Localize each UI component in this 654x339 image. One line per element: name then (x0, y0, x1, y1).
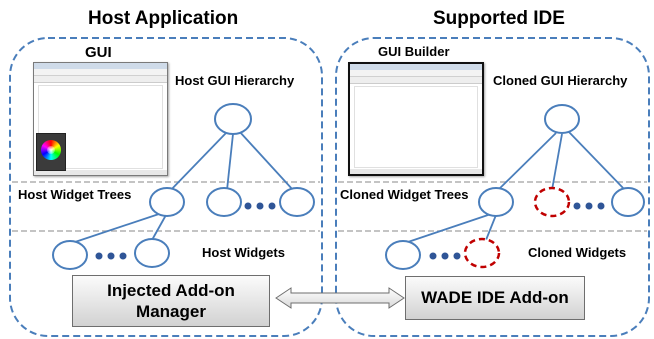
ellipsis-icon (573, 202, 605, 210)
double-arrow-icon (275, 287, 405, 309)
cloned-widget-tree-node-new (533, 186, 571, 218)
status-bar (350, 169, 482, 174)
supported-ide-panel (335, 37, 650, 337)
status-bar (34, 170, 167, 175)
host-tree-edges (74, 130, 294, 243)
gui-builder-label: GUI Builder (378, 44, 450, 59)
menu-bar (34, 69, 167, 76)
wade-ide-add-on-label: WADE IDE Add-on (421, 288, 569, 308)
cloned-gui-hierarchy-label: Cloned GUI Hierarchy (493, 73, 628, 88)
ellipsis-icon (429, 252, 461, 260)
host-gui-hierarchy-label: Host GUI Hierarchy (175, 73, 295, 88)
cloned-widget-tree-node (478, 187, 514, 217)
cloned-widgets-label: Cloned Widgets (528, 245, 627, 260)
drawing-canvas (354, 86, 478, 168)
host-widget-tree-node (279, 187, 315, 217)
host-widget-tree-node (206, 187, 242, 217)
wade-ide-add-on-box: WADE IDE Add-on (405, 276, 585, 320)
host-widgets-label: Host Widgets (202, 245, 285, 260)
cloned-root-node (544, 104, 580, 134)
color-palette (36, 133, 66, 171)
manager-label-line1: Injected Add-on (107, 280, 235, 300)
title-bar (34, 63, 167, 69)
menu-bar (350, 70, 482, 77)
cloned-widget-trees-label: Cloned Widget Trees (340, 187, 469, 202)
host-application-title: Host Application (88, 8, 239, 29)
host-widget-tree-node (149, 187, 185, 217)
title-bar (350, 64, 482, 70)
host-application-panel (9, 37, 323, 337)
host-root-node (214, 103, 252, 135)
injected-add-on-manager-box: Injected Add-on Manager (72, 275, 270, 327)
host-widget-node (134, 238, 170, 268)
cloned-widget-tree-node (611, 187, 645, 217)
supported-ide-title: Supported IDE (433, 8, 565, 29)
ellipsis-icon (95, 252, 127, 260)
cloned-widget-node (385, 240, 421, 270)
cloned-widget-node-new (463, 237, 501, 269)
toolbar (350, 77, 482, 84)
cloned-tree-edges (401, 130, 626, 245)
host-widget-node (52, 240, 88, 270)
ellipsis-icon (244, 202, 276, 210)
gui-builder-thumbnail (348, 62, 484, 176)
color-wheel-icon (41, 140, 61, 160)
toolbar (34, 76, 167, 83)
manager-label-line2: Manager (136, 302, 206, 321)
gui-label: GUI (85, 44, 112, 61)
host-widget-trees-label: Host Widget Trees (18, 187, 132, 202)
